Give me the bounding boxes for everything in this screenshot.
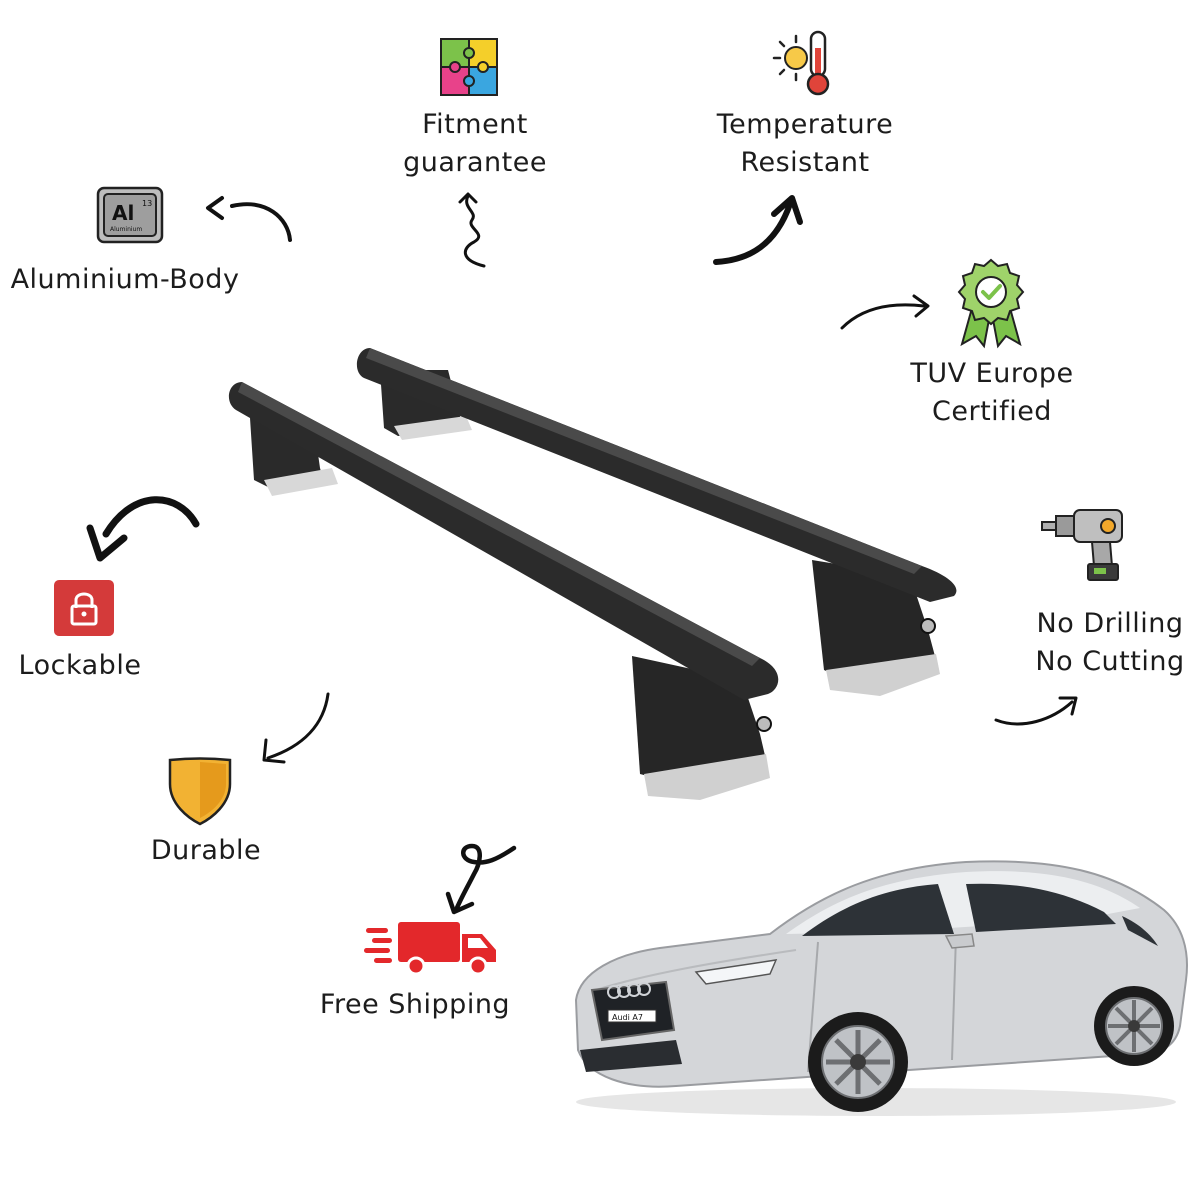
- hook-arrow-icon: [202, 192, 298, 244]
- delivery-truck-icon: [364, 916, 500, 978]
- feature-lockable-label: Lockable: [18, 650, 142, 681]
- feature-aluminium-label: Aluminium-Body: [10, 264, 240, 295]
- feature-tuv-label: TUV Europe Certified: [892, 355, 1092, 431]
- feature-drilling-label: No Drilling No Cutting: [1022, 605, 1198, 681]
- thin-arrow-icon: [992, 690, 1082, 734]
- lock-icon: [54, 580, 114, 636]
- tuv-line-1: TUV Europe: [910, 358, 1074, 389]
- temperature-line-2: Resistant: [740, 147, 870, 178]
- drill-icon: [1040, 506, 1132, 584]
- shield-icon: [168, 756, 232, 826]
- roof-rack-product-image: [220, 330, 980, 810]
- drilling-line-1: No Drilling: [1036, 608, 1184, 639]
- feature-temperature-label: Temperature Resistant: [695, 106, 915, 182]
- feature-durable-label: Durable: [150, 835, 262, 866]
- curved-arrow-icon: [78, 484, 202, 568]
- tuv-line-2: Certified: [932, 396, 1052, 427]
- thin-arrow-icon: [258, 690, 334, 766]
- element-number: 13: [142, 199, 152, 208]
- puzzle-icon: [440, 38, 498, 96]
- element-name: Aluminium: [110, 226, 142, 233]
- temperature-line-1: Temperature: [716, 109, 894, 140]
- car-image: Audi A7: [556, 850, 1200, 1120]
- curved-arrow-icon: [710, 190, 810, 270]
- fitment-line-2: guarantee: [403, 147, 547, 178]
- drilling-line-2: No Cutting: [1035, 646, 1185, 677]
- feature-fitment-label: Fitment guarantee: [375, 106, 575, 182]
- thin-arrow-icon: [838, 290, 934, 334]
- aluminium-element-icon: Al 13 Aluminium: [96, 186, 164, 244]
- element-symbol: Al: [112, 201, 134, 225]
- squiggle-arrow-icon: [450, 190, 500, 270]
- temperature-icon: [770, 28, 840, 98]
- certified-badge-icon: [956, 258, 1026, 349]
- license-plate: Audi A7: [612, 1013, 643, 1022]
- feature-shipping-label: Free Shipping: [319, 989, 511, 1020]
- loop-arrow-icon: [444, 840, 520, 918]
- fitment-line-1: Fitment: [422, 109, 528, 140]
